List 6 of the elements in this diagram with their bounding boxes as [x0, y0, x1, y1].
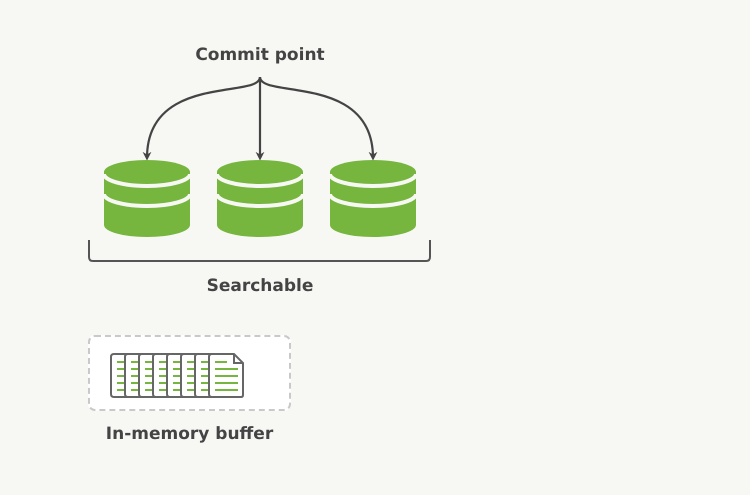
- bracket-label: Searchable: [206, 276, 314, 296]
- arrow: [143, 76, 261, 161]
- arrow: [256, 77, 264, 161]
- node-label: In-memory buffer: [104, 424, 274, 444]
- node-label: Commit point: [190, 45, 330, 65]
- arrow: [259, 76, 377, 161]
